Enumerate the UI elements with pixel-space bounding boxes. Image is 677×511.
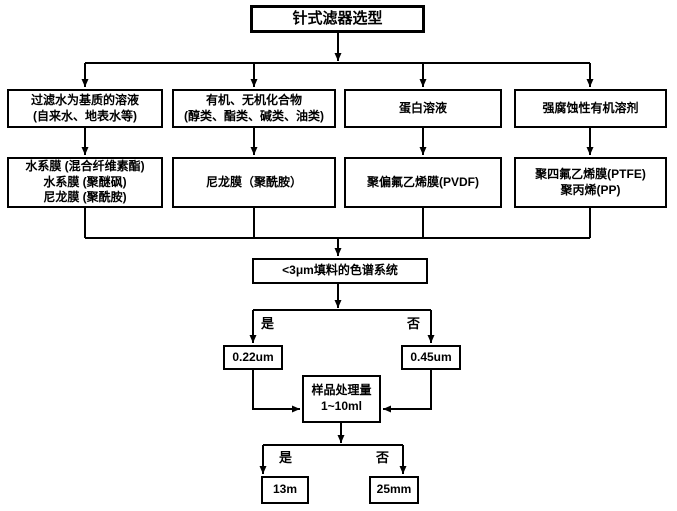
label-decision2-no: 否 [376, 450, 390, 465]
node-diameter-25: 25mm [369, 476, 419, 504]
connector-045-to-sample [383, 370, 432, 413]
node-membrane-ptfe: 聚四氟乙烯膜(PTFE) 聚丙烯(PP) [514, 157, 667, 208]
node-sample-volume: 样品处理量 1~10ml [302, 375, 381, 423]
node-category-organic: 有机、无机化合物 (醇类、酯类、碱类、油类) [172, 89, 336, 128]
node-pore-022um: 0.22um [223, 345, 283, 370]
node-title: 针式滤器选型 [250, 5, 425, 33]
node-membrane-aqueous: 水系膜 (混合纤维素酯) 水系膜 (聚醚砜) 尼龙膜 (聚酰胺) [7, 157, 163, 208]
node-chromatography-question: <3μm填料的色谱系统 [252, 258, 428, 284]
node-membrane-pvdf: 聚偏氟乙烯膜(PVDF) [344, 157, 502, 208]
label-decision2-yes: 是 [279, 450, 293, 465]
node-category-protein: 蛋白溶液 [344, 89, 502, 128]
node-membrane-nylon: 尼龙膜（聚酰胺） [172, 157, 336, 208]
node-category-corrosive: 强腐蚀性有机溶剂 [514, 89, 667, 128]
connector-022-to-sample [252, 370, 300, 413]
label-decision1-no: 否 [407, 316, 421, 331]
node-pore-045um: 0.45um [401, 345, 461, 370]
label-decision1-yes: 是 [261, 316, 275, 331]
node-category-water: 过滤水为基质的溶液 (自来水、地表水等) [7, 89, 163, 128]
node-diameter-13: 13m [261, 476, 309, 504]
